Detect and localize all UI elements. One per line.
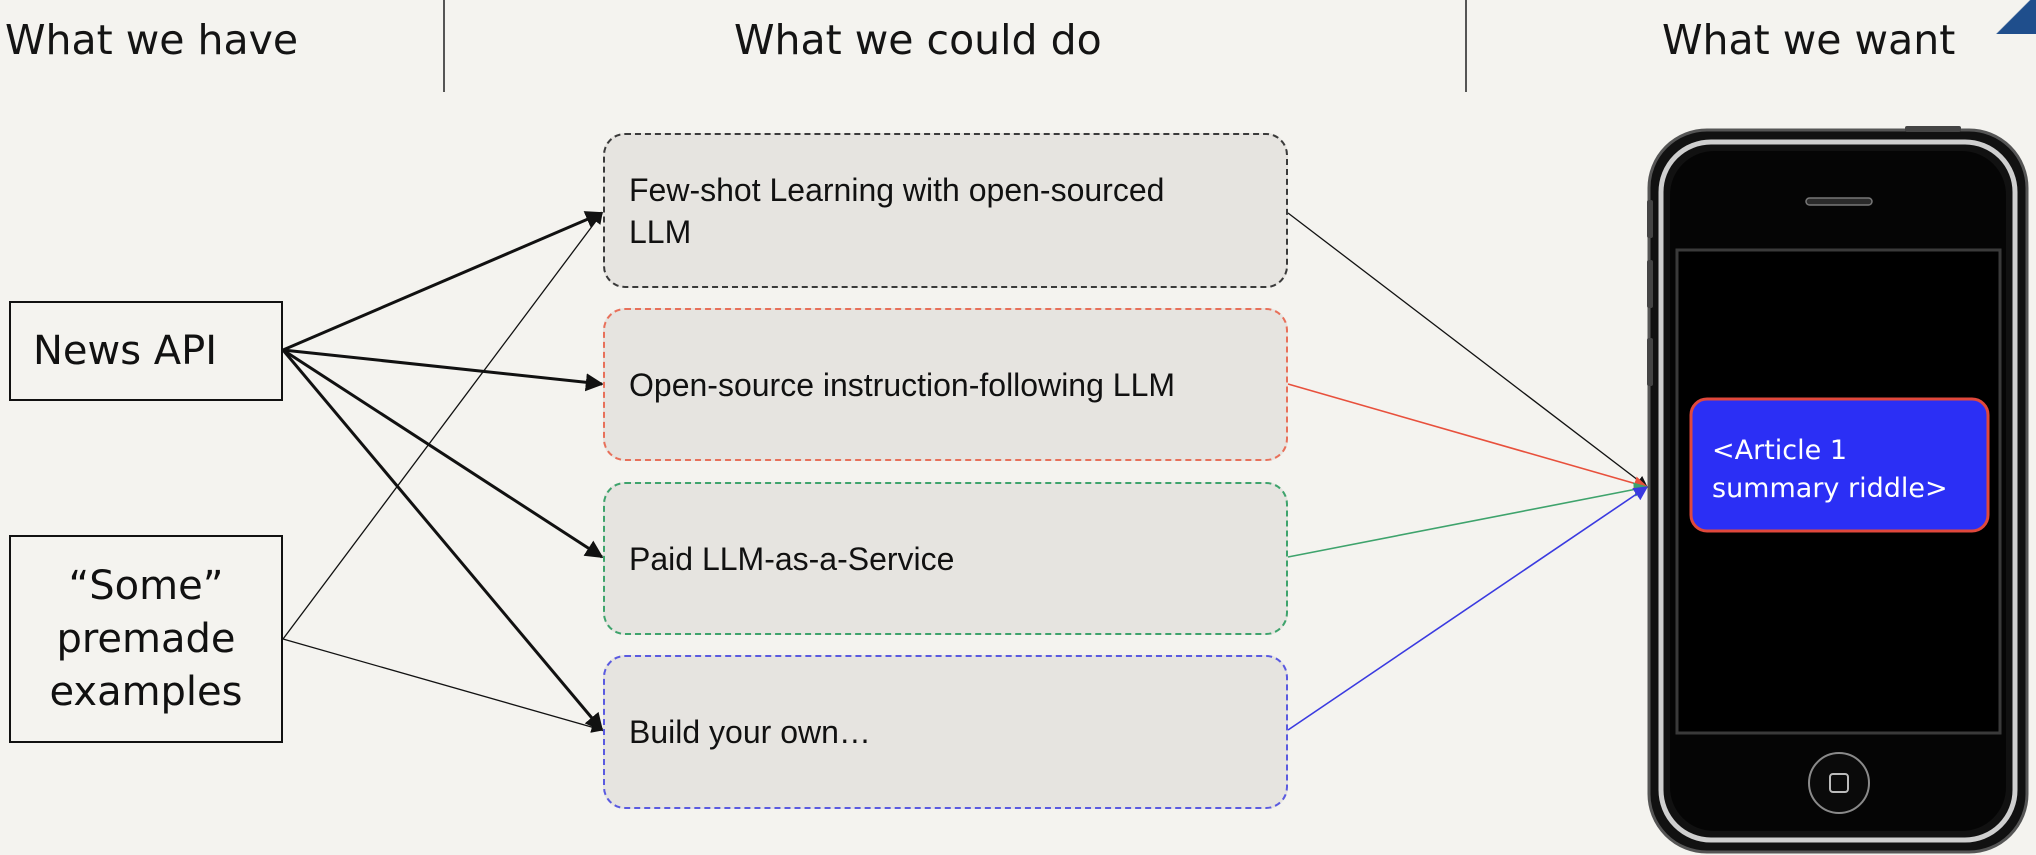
option-paid-label: Paid LLM-as-a-Service — [629, 540, 955, 577]
arrow-news-to-fewshot — [282, 211, 604, 352]
header-what-we-want: What we want — [1662, 16, 1956, 64]
arrow-examples-to-build — [282, 638, 604, 733]
option-few-shot-label: Few-shot Learning with open-sourced LLM — [629, 171, 1165, 250]
arrow-opensource-to-output — [1287, 383, 1649, 491]
home-button-icon — [1808, 752, 1870, 814]
option-open-source-llm: Open-source instruction-following LLM — [603, 308, 1288, 461]
arrow-news-to-paid — [282, 348, 604, 559]
option-few-shot-learning: Few-shot Learning with open-sourced LLM — [603, 133, 1288, 288]
arrow-fewshot-to-output — [1287, 212, 1648, 488]
header-what-we-have: What we have — [5, 16, 299, 64]
output-line-1: <Article 1 — [1712, 435, 1847, 466]
option-build-label: Build your own… — [629, 714, 871, 750]
output-line-2: summary riddle> — [1712, 473, 1948, 504]
corner-decoration — [1992, 0, 2036, 34]
option-paid-llm-service: Paid LLM-as-a-Service — [603, 482, 1288, 635]
smartphone-icon — [1647, 126, 2029, 854]
option-open-source-label: Open-source instruction-following LLM — [629, 366, 1176, 403]
header-what-we-could-do: What we could do — [734, 16, 1102, 64]
arrow-examples-to-fewshot — [282, 212, 603, 640]
arrow-news-to-opensource — [282, 348, 604, 392]
arrow-paid-to-output — [1287, 482, 1649, 558]
examples-line-1: “Some” — [68, 562, 224, 609]
arrow-build-to-output — [1287, 486, 1649, 731]
premade-examples-box: “Some” premade examples — [9, 535, 283, 743]
examples-line-3: examples — [49, 668, 243, 715]
arrow-news-to-build — [281, 349, 604, 732]
examples-line-2: premade — [56, 615, 236, 662]
news-api-label: News API — [33, 328, 218, 374]
header-divider-right — [1465, 0, 1467, 92]
news-api-box: News API — [9, 301, 283, 401]
output-riddle-card: <Article 1 summary riddle> — [1712, 432, 1948, 508]
header-divider-left — [443, 0, 445, 92]
option-build-your-own: Build your own… — [603, 655, 1288, 809]
